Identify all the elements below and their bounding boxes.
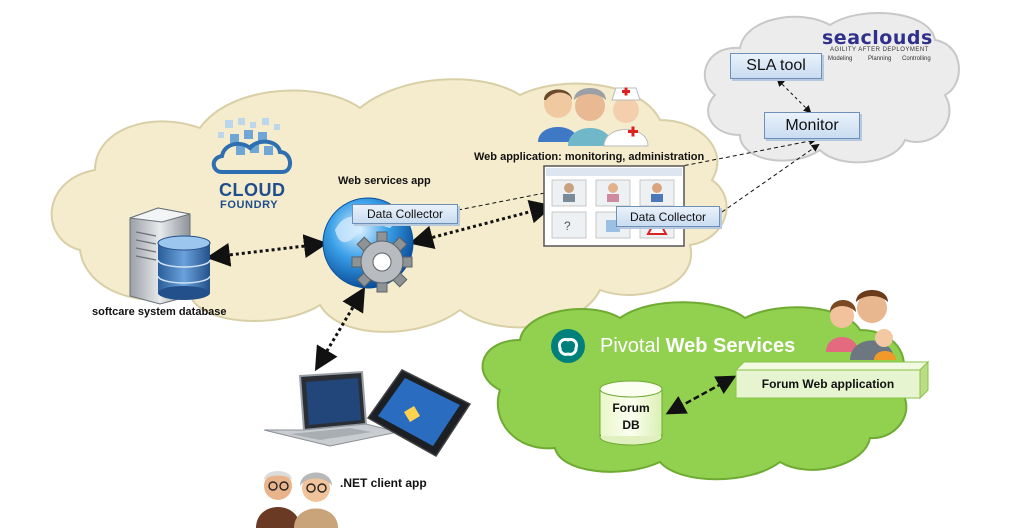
web-application-label: Web application: monitoring, administrat… (474, 151, 705, 163)
cloud-foundry-line2: FOUNDRY (220, 199, 279, 211)
sla-monitor-link (776, 78, 812, 114)
db-webservice-link (206, 234, 328, 267)
people-icon (538, 87, 649, 147)
webservice-webapp-link (409, 199, 554, 250)
forumdb-forumapp-link (665, 375, 737, 415)
pivotal-logo (551, 329, 585, 363)
webservice-client-link (314, 286, 366, 372)
sla-tool-box: SLA tool (730, 53, 822, 79)
monitor-box: Monitor (764, 112, 860, 139)
pivotal-title: Pivotal Web Services (600, 335, 795, 358)
cloud-foundry-logo (211, 118, 292, 174)
net-client-label: .NET client app (340, 476, 427, 490)
forum-web-app-box-shape (734, 360, 930, 400)
forum-db-cylinder (599, 380, 663, 446)
family-icon (826, 290, 896, 360)
tablet-icon (366, 369, 472, 457)
svg-text:?: ? (564, 219, 571, 233)
database-label: softcare system database (92, 306, 227, 318)
server-database-icon (129, 207, 211, 305)
cloud-foundry-line1: CLOUD (219, 180, 286, 200)
forum-db-line2: DB (622, 418, 640, 432)
pivotal-prefix: Pivotal (600, 335, 661, 357)
connections (206, 78, 820, 415)
seaclouds-tagline: AGILITY AFTER DEPLOYMENT (830, 47, 929, 53)
seaclouds-logo: seaclouds (822, 27, 933, 49)
seaclouds-step-controlling: Controlling (902, 56, 931, 62)
forum-web-app-box: Forum Web application (761, 377, 895, 391)
collector2-monitor-link (721, 143, 820, 213)
elderly-couple-icon (256, 471, 338, 528)
seaclouds-step-planning: Planning (868, 56, 892, 62)
web-services-app-label: Web services app (338, 175, 431, 187)
laptop-icon (263, 370, 399, 447)
pivotal-suffix: Web Services (665, 335, 796, 357)
forum-db-line1: Forum (612, 401, 650, 415)
collector1-monitor-link (457, 137, 817, 211)
data-collector-1: Data Collector (352, 204, 458, 224)
seaclouds-step-modeling: Modeling (828, 56, 853, 62)
data-collector-2: Data Collector (616, 206, 720, 227)
